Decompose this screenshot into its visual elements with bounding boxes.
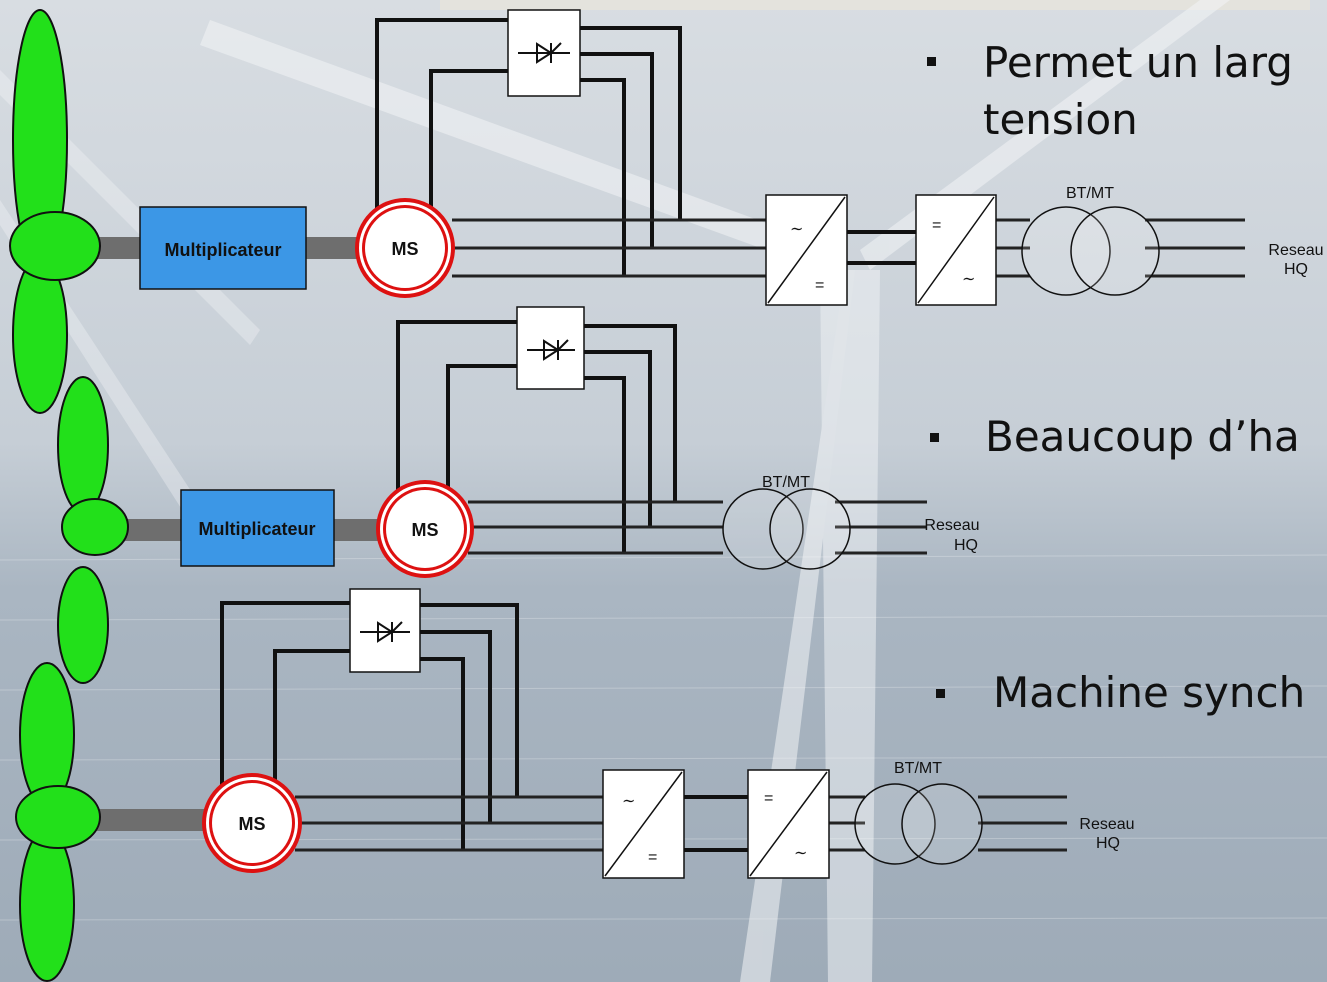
bullet-2-line-1: Beaucoup d’ha	[985, 412, 1300, 461]
ac-symbol: ∼	[962, 271, 975, 288]
ac-symbol: ∼	[794, 845, 807, 862]
thyristor-icon	[527, 339, 575, 361]
transformer-icon	[722, 488, 851, 570]
transformer-icon	[854, 783, 983, 865]
thyristor-rectifier	[507, 9, 581, 97]
transformer-label: BT/MT	[1066, 185, 1114, 202]
bullet-1: Permet un larg tension	[927, 38, 1293, 144]
bullet-2: Beaucoup d’ha	[930, 412, 1300, 461]
synchronous-machine: MS	[376, 480, 474, 578]
shaft	[90, 809, 205, 831]
gearbox-label: Multiplicateur	[164, 240, 281, 260]
ac-symbol: ∼	[790, 221, 803, 238]
grid-label-line-2: HQ	[1284, 261, 1308, 278]
bullet-3: Machine synch	[936, 668, 1305, 717]
synchronous-machine: MS	[355, 198, 455, 298]
grid-label-line-1: Reseau	[924, 517, 979, 534]
gearbox-label: Multiplicateur	[198, 519, 315, 539]
thyristor-icon	[518, 42, 570, 64]
shaft	[115, 519, 181, 541]
diagram-3-direct-drive-full-converter: ∼ = = ∼ BT/MT Reseau HQ MS	[15, 588, 1135, 982]
gearbox-box	[139, 206, 307, 290]
rotor-icon	[9, 9, 101, 414]
dc-ac-converter: = ∼	[915, 194, 997, 306]
shaft	[90, 237, 140, 259]
dc-ac-converter: = ∼	[747, 769, 830, 879]
grid-label-line-2: HQ	[954, 537, 978, 554]
grid-label-line-2: HQ	[1096, 835, 1120, 852]
grid-label-line-1: Reseau	[1079, 816, 1134, 833]
diagram-1-full-converter-with-gearbox: Multiplicateur	[9, 9, 1324, 414]
bullet-1-line-1: Permet un larg	[983, 38, 1293, 87]
bullet-marker	[927, 57, 936, 66]
rotor-icon	[15, 662, 101, 982]
grid-label-line-1: Reseau	[1268, 242, 1323, 259]
thyristor-rectifier	[349, 588, 421, 673]
thyristor-icon	[360, 621, 410, 643]
ac-symbol: ∼	[622, 793, 635, 810]
shaft	[306, 237, 358, 259]
synchronous-machine: MS	[202, 773, 302, 873]
dc-symbol: =	[932, 217, 941, 234]
bullet-3-line-1: Machine synch	[993, 668, 1305, 717]
bullet-marker	[936, 689, 945, 698]
dc-symbol: =	[764, 790, 773, 807]
dc-symbol: =	[815, 277, 824, 294]
ac-dc-converter: ∼ =	[765, 194, 848, 306]
transformer-label: BT/MT	[762, 474, 810, 491]
transformer-icon	[1021, 206, 1160, 296]
gearbox-box	[180, 489, 335, 567]
diagram-2-direct-grid-with-gearbox: Multiplicateur BT/MT Reseau HQ	[57, 306, 980, 684]
transformer-label: BT/MT	[894, 760, 942, 777]
bullet-marker	[930, 433, 939, 442]
machine-label: MS	[239, 814, 266, 834]
ac-dc-converter: ∼ =	[602, 769, 685, 879]
shaft	[334, 519, 380, 541]
machine-label: MS	[412, 520, 439, 540]
bullet-1-line-2: tension	[983, 95, 1138, 144]
machine-label: MS	[392, 239, 419, 259]
rotor-icon	[57, 376, 129, 684]
dc-symbol: =	[648, 849, 657, 866]
thyristor-rectifier	[516, 306, 585, 390]
